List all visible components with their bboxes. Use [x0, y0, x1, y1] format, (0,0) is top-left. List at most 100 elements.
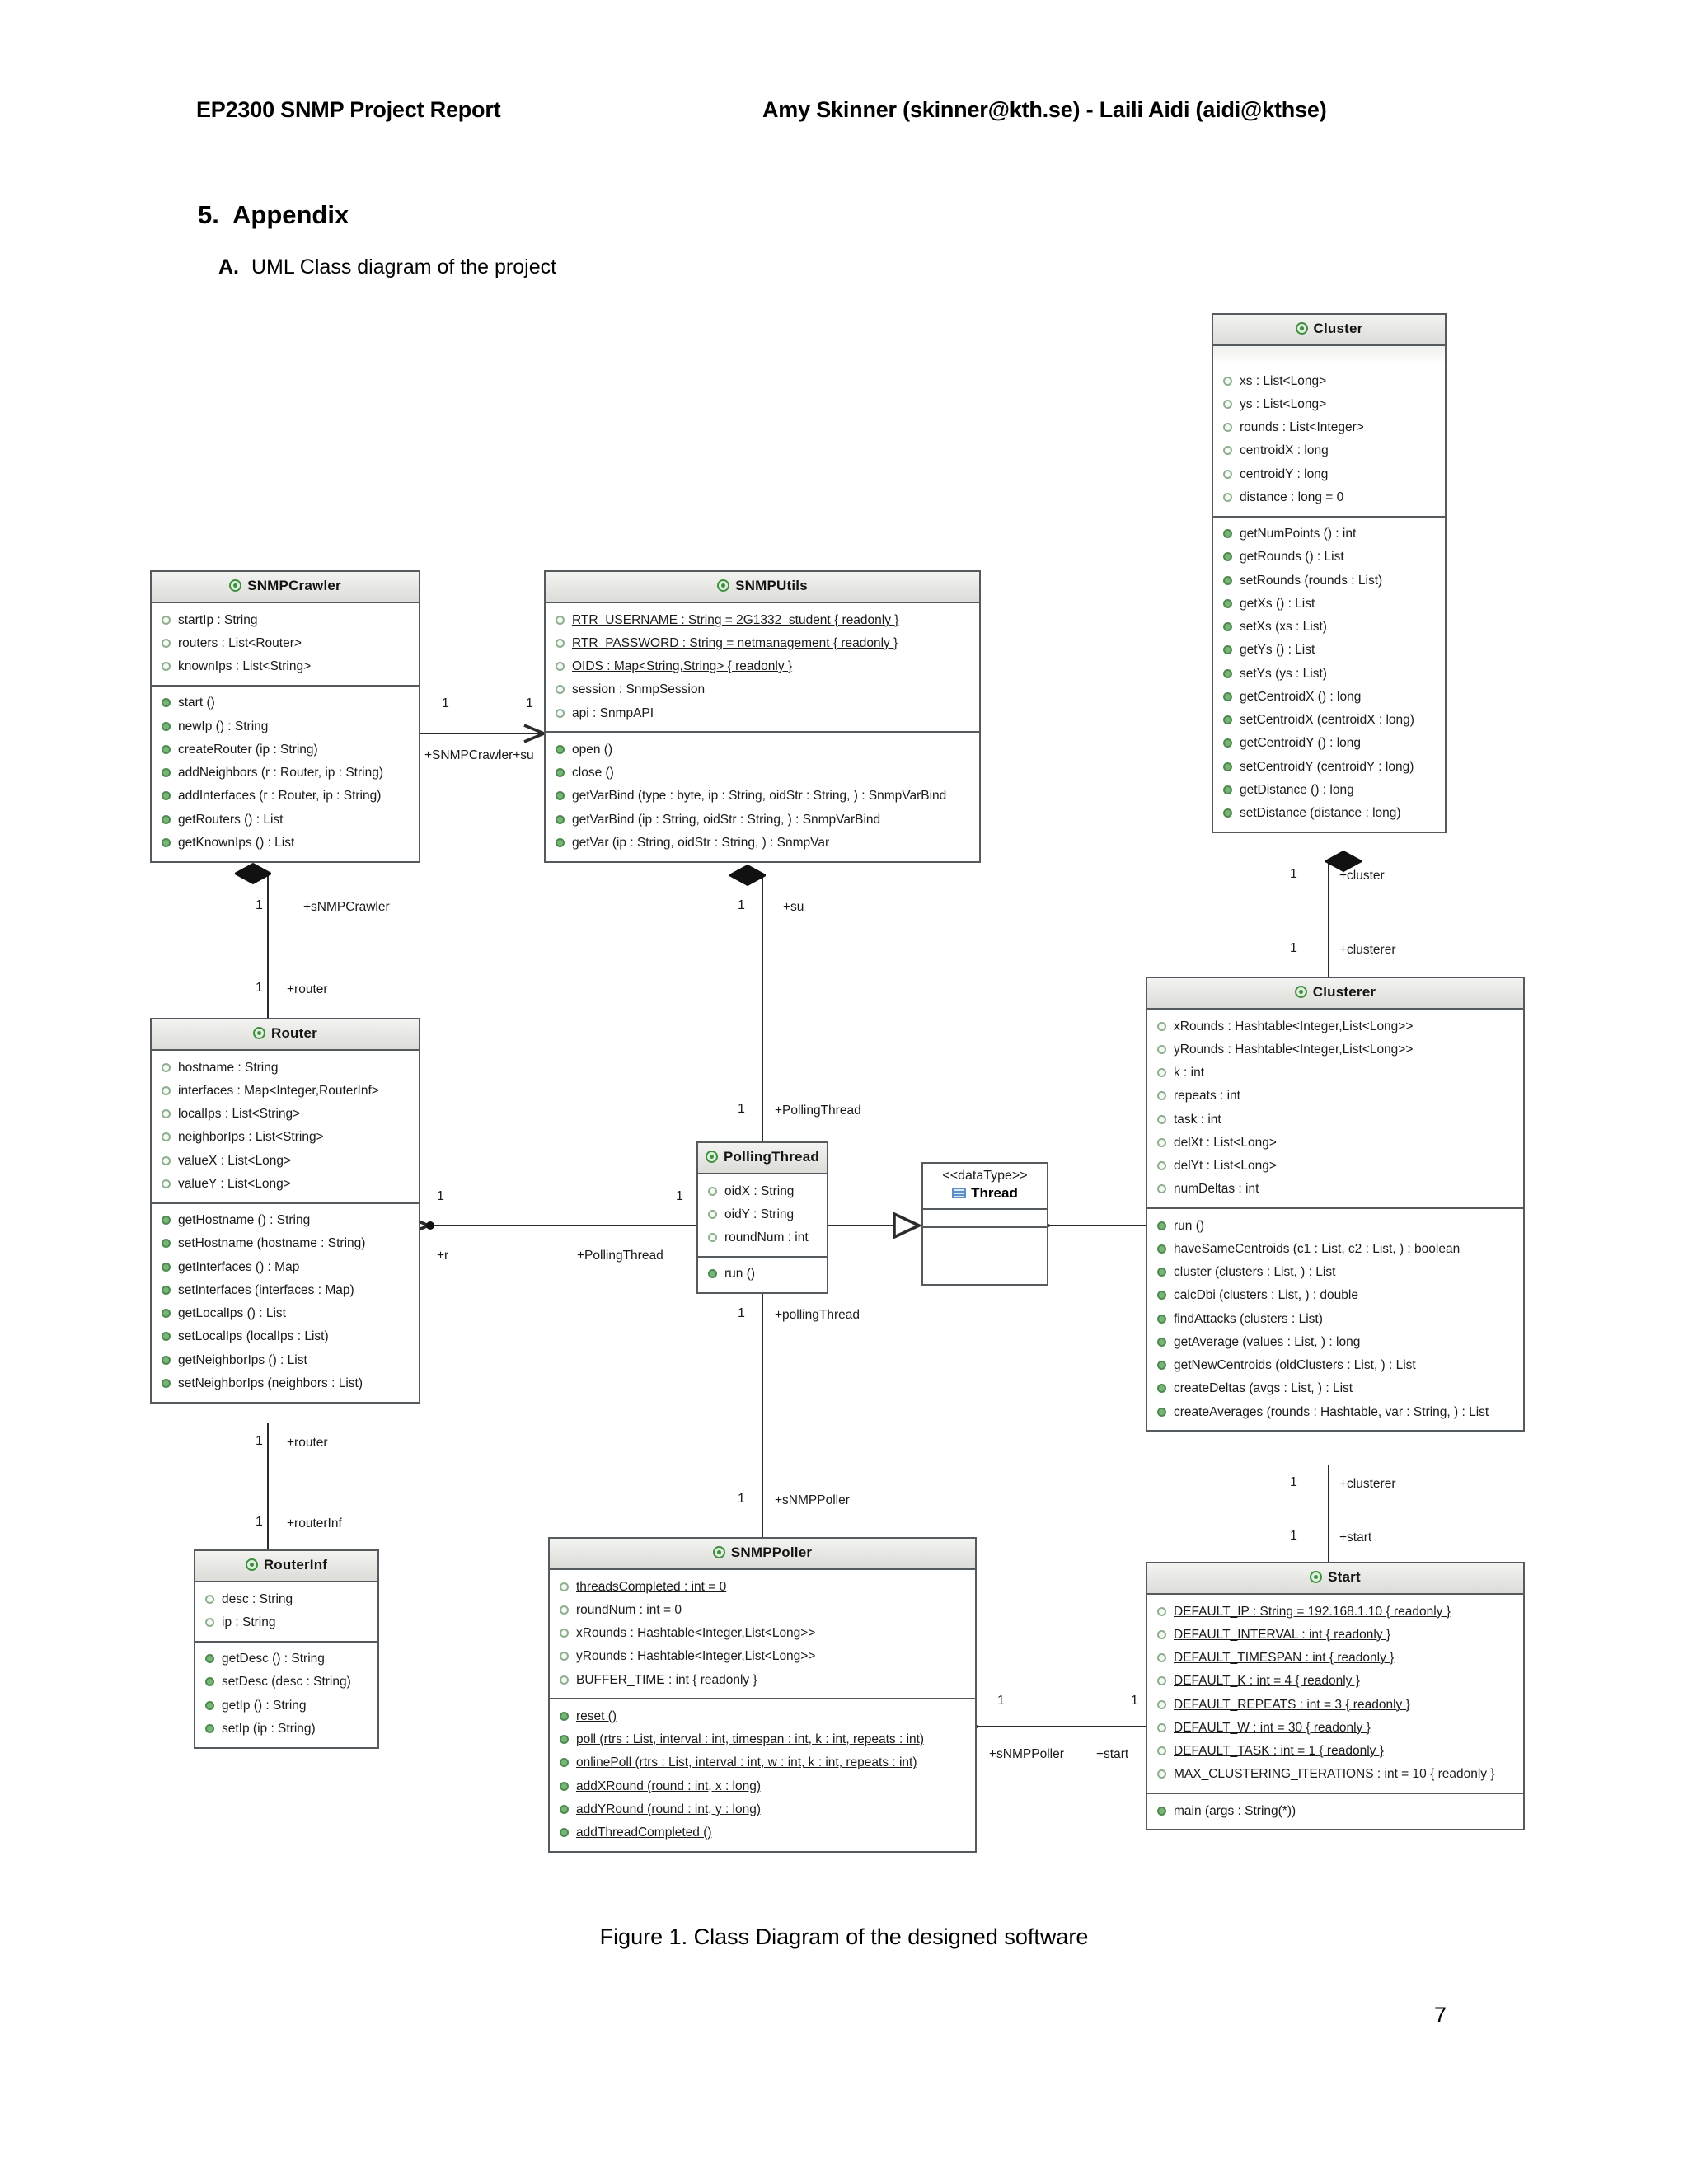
class-box-start[interactable]: Start DEFAULT_IP : String = 192.168.1.10…	[1146, 1562, 1525, 1831]
class-name: Cluster	[1313, 321, 1363, 336]
attribute-row: valueY : List<Long>	[152, 1172, 419, 1195]
attribute-marker-icon	[162, 662, 171, 672]
method-row: cluster (clusters : List, ) : List	[1147, 1261, 1523, 1284]
method-row: open ()	[546, 738, 979, 761]
edge-label-snmppoller-bottom: +sNMPPoller	[989, 1747, 1064, 1761]
edge-label-cluster-role: +cluster	[1339, 869, 1385, 883]
attribute-row: DEFAULT_TASK : int = 1 { readonly }	[1147, 1740, 1523, 1763]
method-row: addThreadCompleted ()	[550, 1821, 975, 1844]
class-box-clusterer[interactable]: Clusterer xRounds : Hashtable<Integer,Li…	[1146, 977, 1525, 1432]
method-marker-icon	[1157, 1384, 1166, 1394]
attribute-marker-icon	[1223, 446, 1232, 456]
attribute-row: knownIps : List<String>	[152, 655, 419, 678]
methods-section: reset () poll (rtrs : List, interval : i…	[550, 1698, 975, 1851]
class-icon	[253, 1027, 265, 1039]
method-row: createAverages (rounds : Hashtable, var …	[1147, 1400, 1523, 1423]
attribute-marker-icon	[1157, 1137, 1166, 1147]
method-marker-icon	[162, 1309, 171, 1319]
method-row: getDesc () : String	[195, 1647, 377, 1671]
method-marker-icon	[162, 837, 171, 847]
class-icon	[712, 1546, 725, 1558]
attribute-marker-icon	[1157, 1653, 1166, 1663]
method-row: setHostname (hostname : String)	[152, 1232, 419, 1255]
multiplicity-crawler-utils-right: 1	[526, 696, 533, 710]
method-row: getLocalIps () : List	[152, 1302, 419, 1325]
attribute-marker-icon	[560, 1582, 569, 1591]
attribute-row: xs : List<Long>	[1213, 369, 1445, 392]
attributes-section: xs : List<Long> ys : List<Long> rounds :…	[1213, 364, 1445, 516]
method-marker-icon	[205, 1677, 214, 1687]
class-name: Clusterer	[1312, 984, 1376, 1000]
method-row: run ()	[698, 1263, 827, 1286]
attribute-marker-icon	[1223, 423, 1232, 433]
method-marker-icon	[556, 791, 565, 801]
class-icon	[1310, 1571, 1323, 1583]
attribute-row: BUFFER_TIME : int { readonly }	[550, 1668, 975, 1691]
edge-label-crawler-utils: +SNMPCrawler+su	[424, 748, 534, 762]
attribute-marker-icon	[1157, 1769, 1166, 1779]
datatype-box-thread[interactable]: <<dataType>> Thread	[921, 1162, 1048, 1286]
method-marker-icon	[205, 1654, 214, 1664]
attribute-row: ip : String	[195, 1610, 377, 1633]
method-row: addXRound (round : int, x : long)	[550, 1774, 975, 1797]
edge-label-router-role: +router	[287, 982, 328, 996]
attribute-marker-icon	[1157, 1699, 1166, 1709]
method-row: createRouter (ip : String)	[152, 738, 419, 761]
methods-section: getHostname () : String setHostname (hos…	[152, 1202, 419, 1402]
multiplicity-snmppoller-top: 1	[738, 1492, 745, 1506]
method-marker-icon	[162, 791, 171, 801]
attribute-row: delXt : List<Long>	[1147, 1131, 1523, 1154]
class-name: SNMPPoller	[730, 1544, 813, 1560]
method-row: getAverage (values : List, ) : long	[1147, 1330, 1523, 1353]
method-marker-icon	[560, 1781, 569, 1791]
edge-label-router-bottom: +router	[287, 1436, 328, 1450]
multiplicity-router-role: 1	[256, 981, 263, 995]
attribute-row: roundNum : int	[698, 1226, 827, 1249]
subsection-heading: A.UML Class diagram of the project	[218, 255, 556, 279]
class-box-routerinf[interactable]: RouterInf desc : String ip : String getD…	[194, 1549, 379, 1749]
method-marker-icon	[162, 814, 171, 824]
attribute-row: DEFAULT_REPEATS : int = 3 { readonly }	[1147, 1693, 1523, 1716]
method-row: setXs (xs : List)	[1213, 616, 1445, 639]
method-marker-icon	[1223, 622, 1232, 632]
multiplicity-su-role: 1	[738, 898, 745, 912]
method-marker-icon	[162, 1216, 171, 1226]
method-marker-icon	[1223, 785, 1232, 794]
class-box-snmpcrawler[interactable]: SNMPCrawler startIp : String routers : L…	[150, 570, 420, 863]
class-box-router[interactable]: Router hostname : String interfaces : Ma…	[150, 1018, 420, 1404]
method-row: setLocalIps (localIps : List)	[152, 1325, 419, 1348]
method-row: addInterfaces (r : Router, ip : String)	[152, 785, 419, 808]
method-row: setDesc (desc : String)	[195, 1671, 377, 1694]
class-box-snmppoller[interactable]: SNMPPoller threadsCompleted : int = 0 ro…	[548, 1537, 977, 1853]
attribute-row: centroidX : long	[1213, 439, 1445, 462]
method-row: addYRound (round : int, y : long)	[550, 1797, 975, 1821]
attribute-marker-icon	[1157, 1722, 1166, 1732]
method-marker-icon	[560, 1804, 569, 1814]
method-marker-icon	[560, 1828, 569, 1838]
attribute-marker-icon	[1157, 1629, 1166, 1639]
method-row: setDistance (distance : long)	[1213, 802, 1445, 825]
class-icon	[1295, 322, 1308, 335]
attribute-row: interfaces : Map<Integer,RouterInf>	[152, 1079, 419, 1102]
attribute-row: xRounds : Hashtable<Integer,List<Long>>	[550, 1622, 975, 1645]
method-row: haveSameCentroids (c1 : List, c2 : List,…	[1147, 1237, 1523, 1260]
attribute-marker-icon	[1157, 1606, 1166, 1616]
method-row: getDistance () : long	[1213, 778, 1445, 801]
class-box-cluster[interactable]: Cluster xs : List<Long> ys : List<Long> …	[1212, 313, 1447, 833]
method-row: getHostname () : String	[152, 1209, 419, 1232]
class-box-snmputils[interactable]: SNMPUtils RTR_USERNAME : String = 2G1332…	[544, 570, 981, 863]
attribute-row: api : SnmpAPI	[546, 701, 979, 724]
method-row: getInterfaces () : Map	[152, 1255, 419, 1278]
attribute-marker-icon	[1157, 1184, 1166, 1194]
class-box-pollingthread[interactable]: PollingThread oidX : String oidY : Strin…	[696, 1141, 828, 1294]
method-marker-icon	[1157, 1268, 1166, 1277]
methods-section: getNumPoints () : int getRounds () : Lis…	[1213, 515, 1445, 832]
edge-label-snmppoller-top: +sNMPPoller	[775, 1493, 850, 1507]
edge-label-pollingthread-row: +PollingThread	[577, 1249, 663, 1263]
method-marker-icon	[1223, 552, 1232, 562]
class-title-snmpcrawler: SNMPCrawler	[152, 572, 419, 603]
attribute-row: repeats : int	[1147, 1085, 1523, 1108]
attributes-section: threadsCompleted : int = 0 roundNum : in…	[550, 1570, 975, 1698]
method-row: getKnownIps () : List	[152, 831, 419, 854]
method-row: setRounds (rounds : List)	[1213, 569, 1445, 592]
